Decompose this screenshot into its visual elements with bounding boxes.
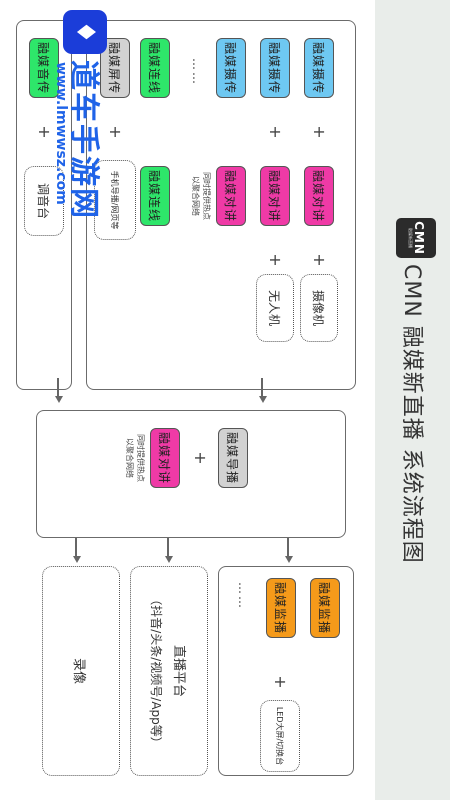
live-platform-list: （抖音/头条/视频号/App等） <box>149 593 163 749</box>
plus-sign: + <box>271 675 290 689</box>
flow-arrow-head <box>73 556 81 563</box>
plus-sign: + <box>191 451 210 465</box>
flow-arrow-head <box>285 556 293 563</box>
director-panel <box>36 410 346 538</box>
logo-subtext: 融媒新直播 <box>408 228 413 248</box>
intercom-button-2: 融媒对讲 <box>260 166 290 226</box>
flow-arrow-line <box>167 538 169 558</box>
director-note-line-1: 同时提供热点 <box>136 434 145 482</box>
hotspot-note: 同时提供热点 以聚合网络 <box>190 164 212 228</box>
intercom-button-3: 融媒对讲 <box>216 166 246 226</box>
hotspot-note-line-1: 同时提供热点 <box>202 172 211 220</box>
monitor-button-1: 融媒监播 <box>310 578 340 638</box>
plus-sign: + <box>310 253 329 267</box>
director-note-line-2: 以聚合网络 <box>125 438 134 478</box>
flow-arrow-line <box>75 538 77 558</box>
director-button: 融媒导播 <box>218 428 248 488</box>
flow-arrow-head <box>55 396 63 403</box>
flow-arrow-line <box>261 378 263 398</box>
logo-text: CMN <box>412 221 426 255</box>
director-hotspot-note: 同时提供热点 以聚合网络 <box>124 426 146 490</box>
hotspot-note-line-2: 以聚合网络 <box>191 176 200 216</box>
watermark-url: www.lmwwsz.com <box>53 62 69 205</box>
cmn-logo: CMN 融媒新直播 <box>396 218 436 258</box>
watermark-title: 道车手游网 <box>66 60 101 220</box>
plus-sign: + <box>310 125 329 139</box>
drone-device-box: 无人机 <box>256 274 294 342</box>
video-link-button-2: 融媒连线 <box>140 166 170 226</box>
flow-arrow-head <box>165 556 173 563</box>
camera-transmit-button-2: 融媒摄传 <box>260 38 290 98</box>
flow-arrow-line <box>287 538 289 558</box>
camera-transmit-button-1: 融媒摄传 <box>304 38 334 98</box>
page-title: CMN 融媒新直播 系统流程图 <box>399 264 424 564</box>
site-watermark: ♦ 道车手游网 www.lmwwsz.com <box>5 10 115 250</box>
led-switcher-device-box: LED大屏/切换台 <box>260 700 300 772</box>
recording-box: 录像 <box>42 566 120 776</box>
live-platform-title: 直播平台 <box>171 644 186 697</box>
flow-arrow-head <box>259 396 267 403</box>
intercom-button-1: 融媒对讲 <box>304 166 334 226</box>
camera-transmit-button-3: 融媒摄传 <box>216 38 246 98</box>
ellipsis: …… <box>236 582 250 610</box>
monitor-button-2: 融媒监播 <box>266 578 296 638</box>
header-banner: CMN 融媒新直播 CMN 融媒新直播 系统流程图 <box>375 0 450 800</box>
video-link-button-1: 融媒连线 <box>140 38 170 98</box>
ellipsis: …… <box>190 58 204 86</box>
director-intercom-button: 融媒对讲 <box>150 428 180 488</box>
camera-device-box: 摄像机 <box>300 274 338 342</box>
plus-sign: + <box>266 125 285 139</box>
car-icon: ♦ <box>63 10 107 54</box>
flow-arrow-line <box>57 378 59 398</box>
live-platform-box: 直播平台 （抖音/头条/视频号/App等） <box>130 566 208 776</box>
plus-sign: + <box>266 253 285 267</box>
